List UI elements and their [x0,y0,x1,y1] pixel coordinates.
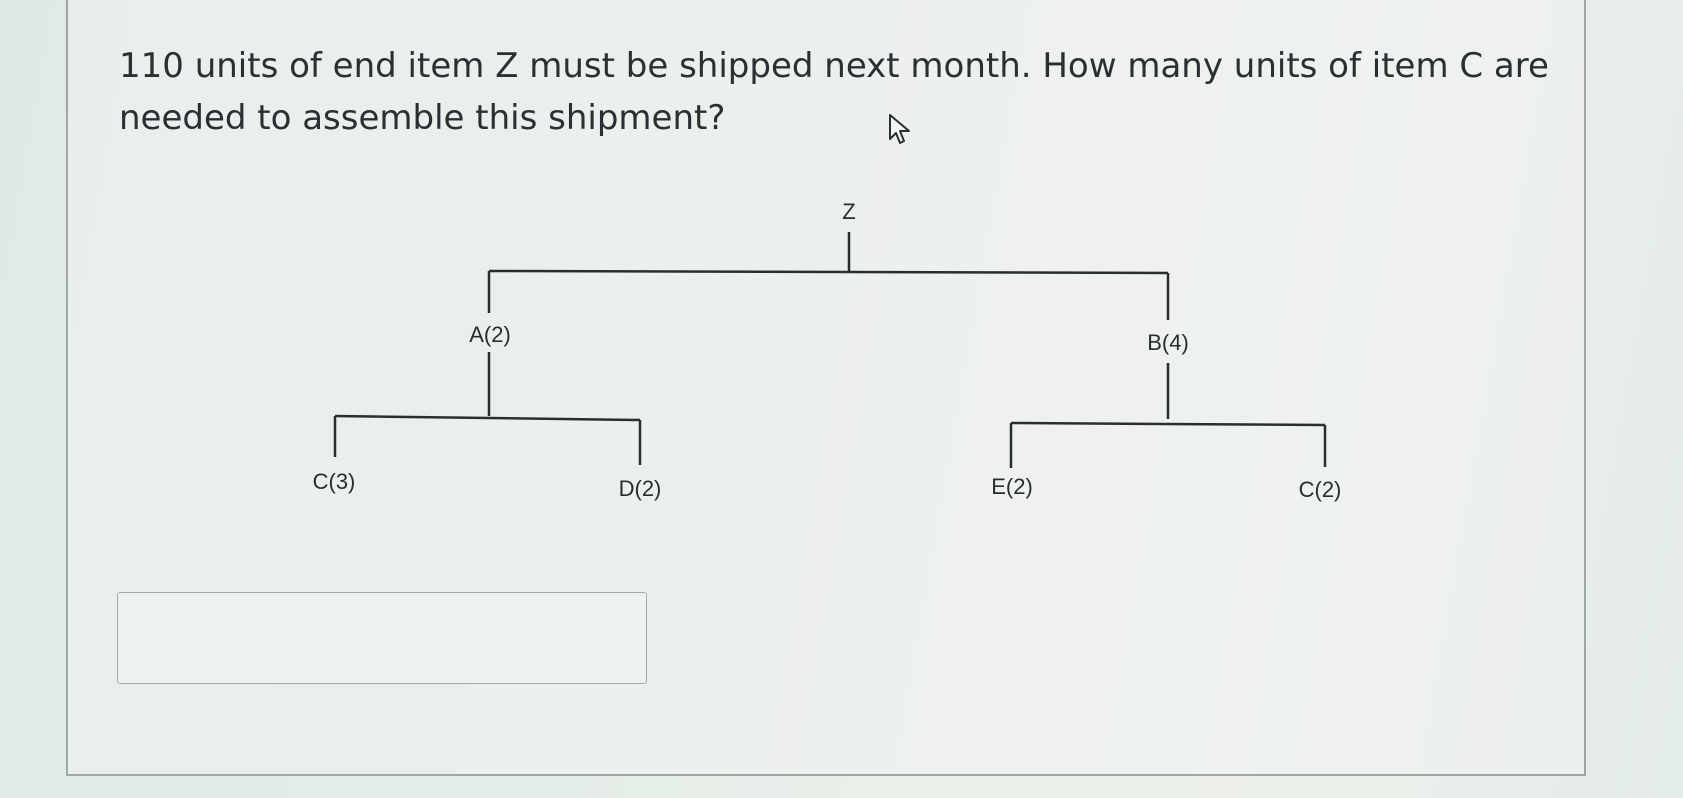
node-c3: C(3) [313,469,356,494]
mouse-pointer-icon [889,114,910,144]
connector-a-bar [334,414,641,422]
node-b: B(4) [1147,330,1189,355]
node-d2: D(2) [619,476,662,501]
tree-connectors [333,232,1327,468]
connector-b-bar [1010,421,1326,427]
node-e2: E(2) [991,474,1033,499]
connector-top-bar [488,269,1169,275]
node-z: Z [842,199,855,224]
question-text: 110 units of end item Z must be shipped … [119,46,1549,138]
node-c2: C(2) [1299,477,1342,502]
node-a: A(2) [469,322,511,347]
answer-input[interactable] [117,592,647,684]
